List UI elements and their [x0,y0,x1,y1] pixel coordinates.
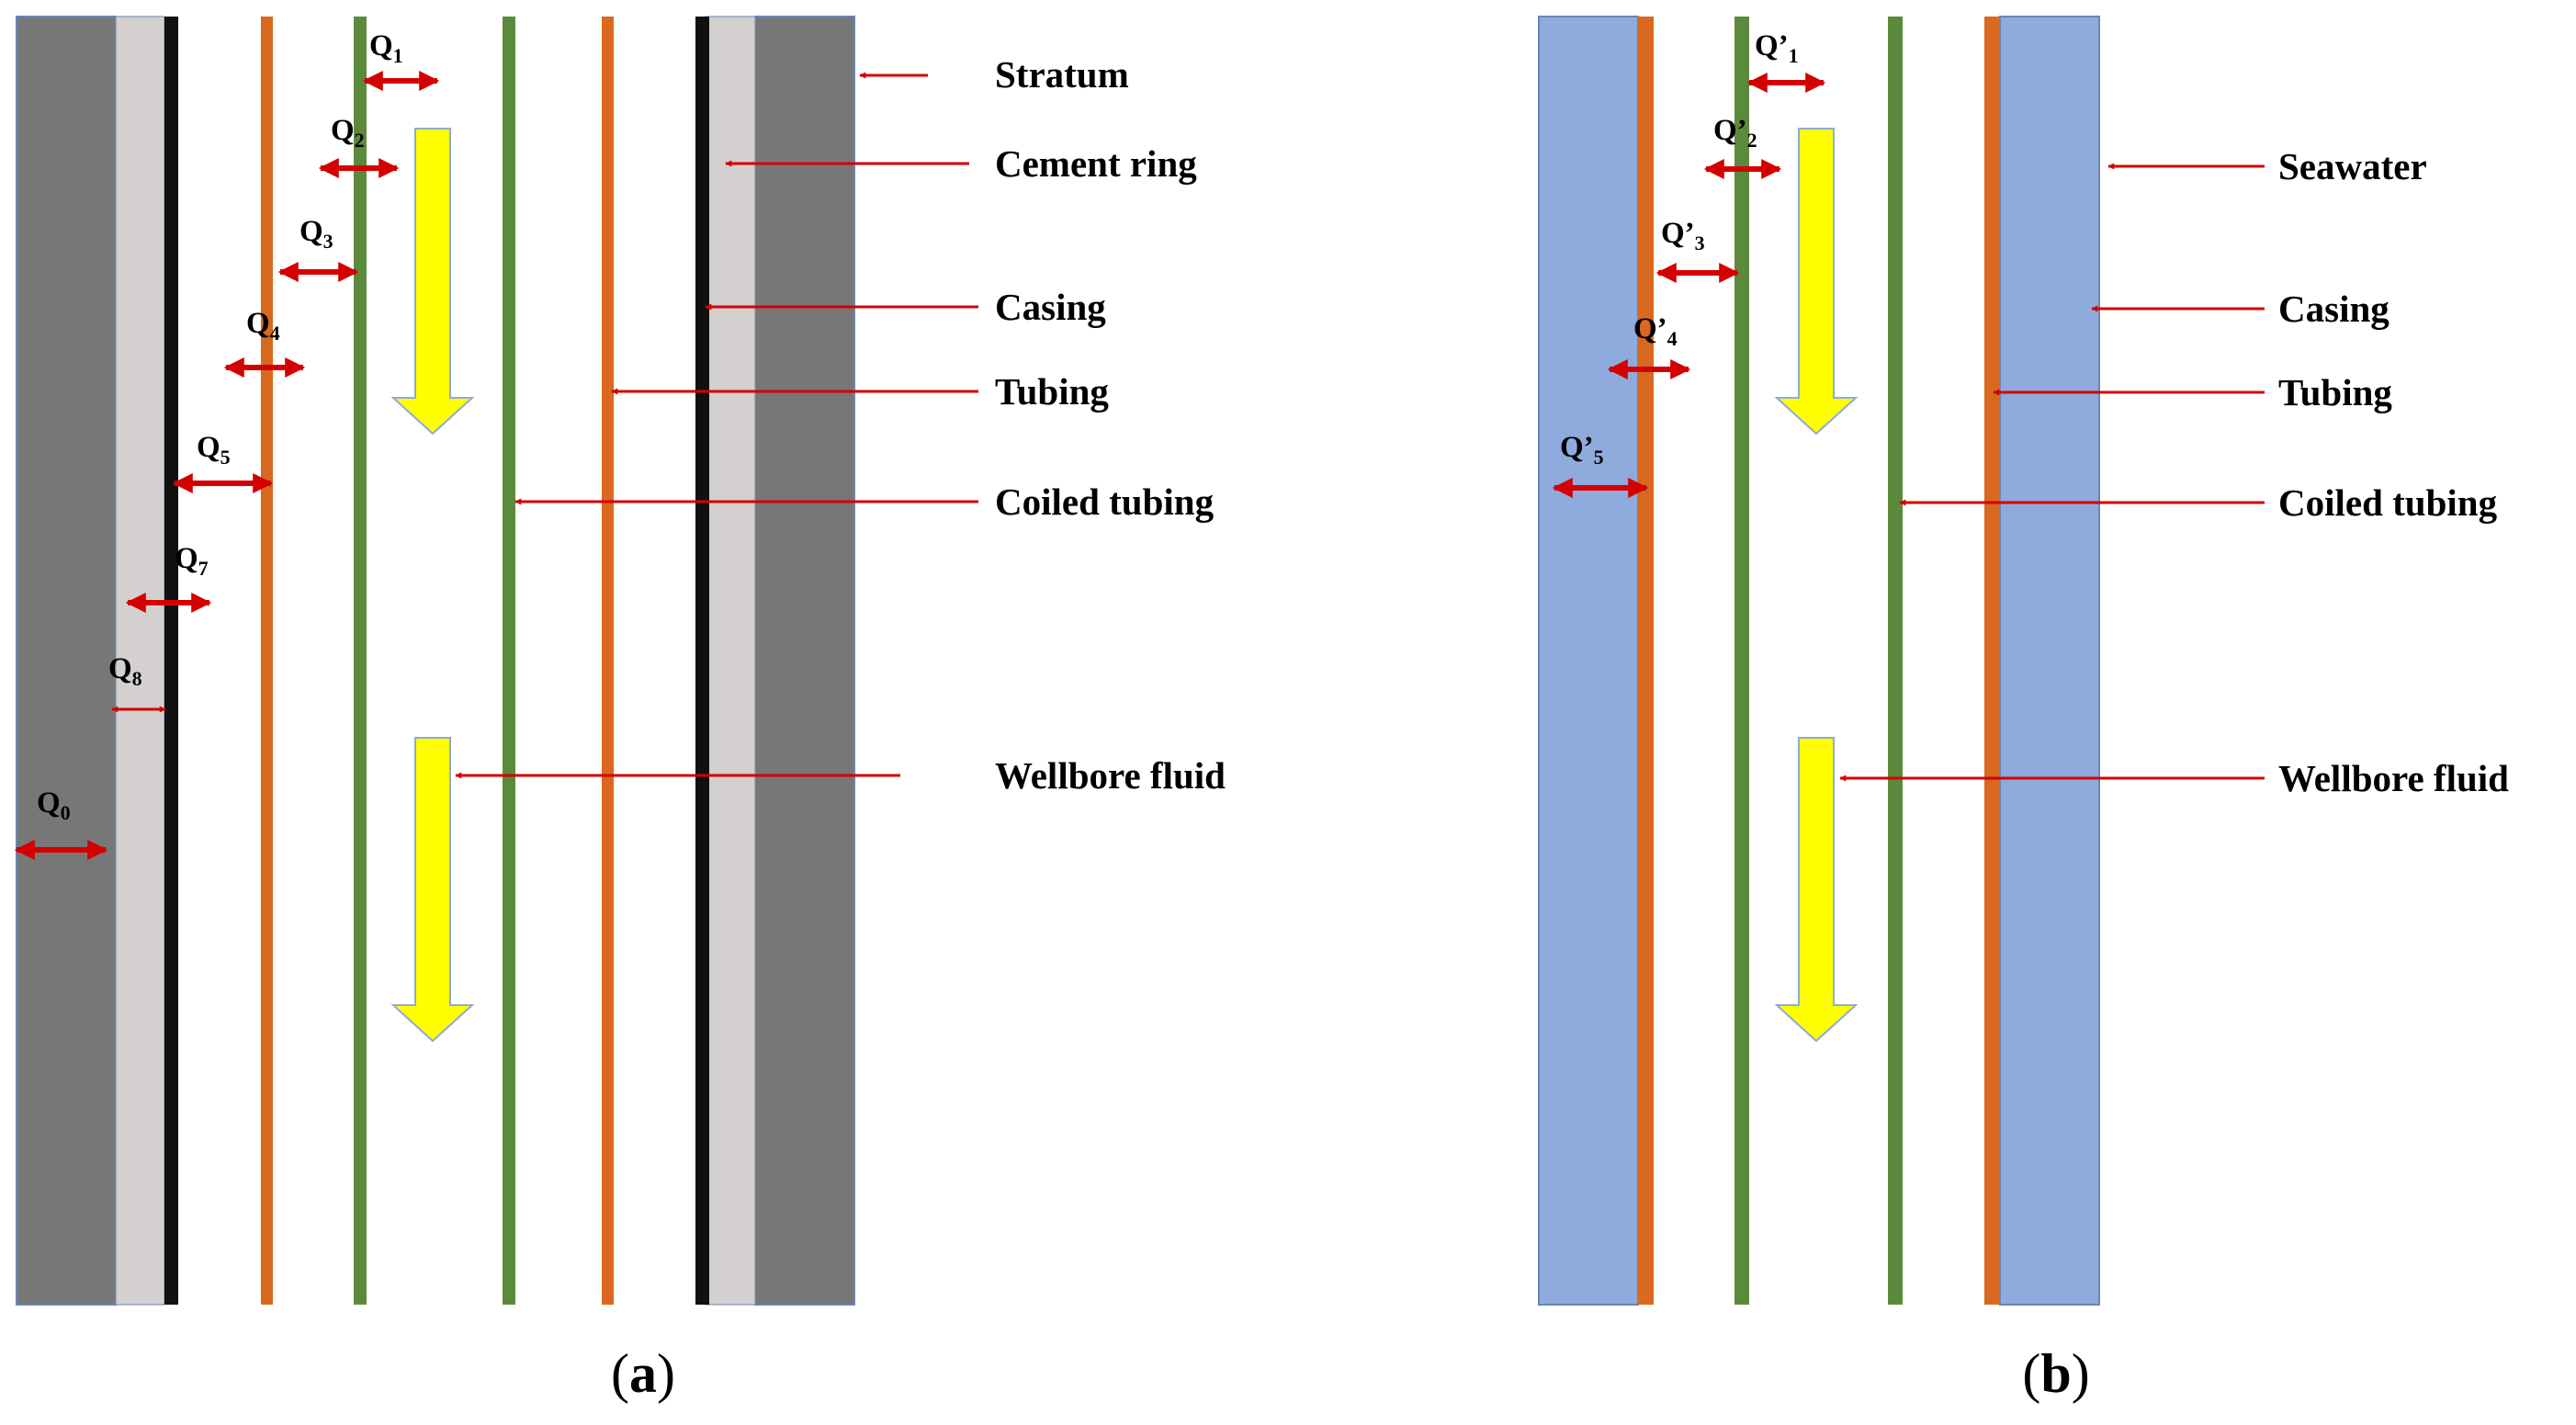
caption-b: (b) [2022,1343,2089,1404]
panel-b: Q’1 Q’2 Q’3 Q’4 Q’5 Seawater Casing Tubi… [1538,16,2509,1404]
label-wellbore-fluid: Wellbore fluid [2278,757,2509,799]
q-label: Q0 [37,786,71,824]
cement-ring-left [115,16,165,1306]
casing-b-right [1984,17,2000,1305]
q-label: Q3 [299,215,333,253]
q-label: Q7 [175,542,209,580]
label-seawater: Seawater [2278,145,2427,187]
q-label: Q’5 [1560,431,1604,469]
q-label: Q1 [369,29,403,67]
q-label: Q4 [246,307,280,345]
q-label: Q8 [108,652,142,690]
caption-a: (a) [611,1343,675,1404]
label-tubing: Tubing [995,370,1109,413]
coiled-tubing-left [354,17,367,1305]
q-label: Q’2 [1713,114,1757,152]
label-coiled-tubing: Coiled tubing [2278,481,2498,524]
stratum-left [16,16,117,1306]
cement-ring-right [705,16,756,1306]
label-tubing: Tubing [2278,371,2392,413]
heat-flux-labels: Q1 Q2 Q3 Q4 Q5 Q7 Q8 Q0 [37,29,403,824]
label-casing: Casing [2278,288,2390,330]
flow-down-arrow [1774,737,1859,1043]
label-stratum: Stratum [995,53,1129,96]
panel-a: Q1 Q2 Q3 Q4 Q5 Q7 Q8 Q0 Stratum Cement r… [14,16,1226,1404]
q-label: Q’1 [1755,29,1799,67]
stratum-right [754,16,855,1306]
flow-down-arrow [390,128,475,435]
seawater-left [1538,16,1639,1306]
label-casing: Casing [995,286,1106,328]
q-label: Q’3 [1661,217,1705,254]
flow-down-arrow [390,737,475,1043]
label-wellbore-fluid: Wellbore fluid [995,754,1226,797]
seawater-right [1999,16,2100,1306]
tubing-left [261,17,273,1305]
coiled-tubing-right [503,17,515,1305]
casing-b-left [1638,17,1654,1305]
pointer-arrows-b [1839,163,2265,782]
q-label: Q2 [331,114,365,152]
heat-flux-arrows [14,71,440,860]
casing-left [164,17,178,1305]
heat-flux-arrows-b [1552,73,1826,498]
coiled-tubing-b-right [1888,17,1903,1305]
q-label: Q5 [197,431,231,469]
flow-down-arrow [1774,128,1859,435]
heat-flux-labels-b: Q’1 Q’2 Q’3 Q’4 Q’5 [1560,29,1799,469]
label-coiled-tubing: Coiled tubing [995,481,1215,523]
pointer-arrows [455,72,978,779]
casing-right [695,17,709,1305]
label-cement-ring: Cement ring [995,142,1197,185]
tubing-right [602,17,614,1305]
q-label: Q’4 [1633,312,1678,350]
coiled-tubing-b-left [1734,17,1749,1305]
